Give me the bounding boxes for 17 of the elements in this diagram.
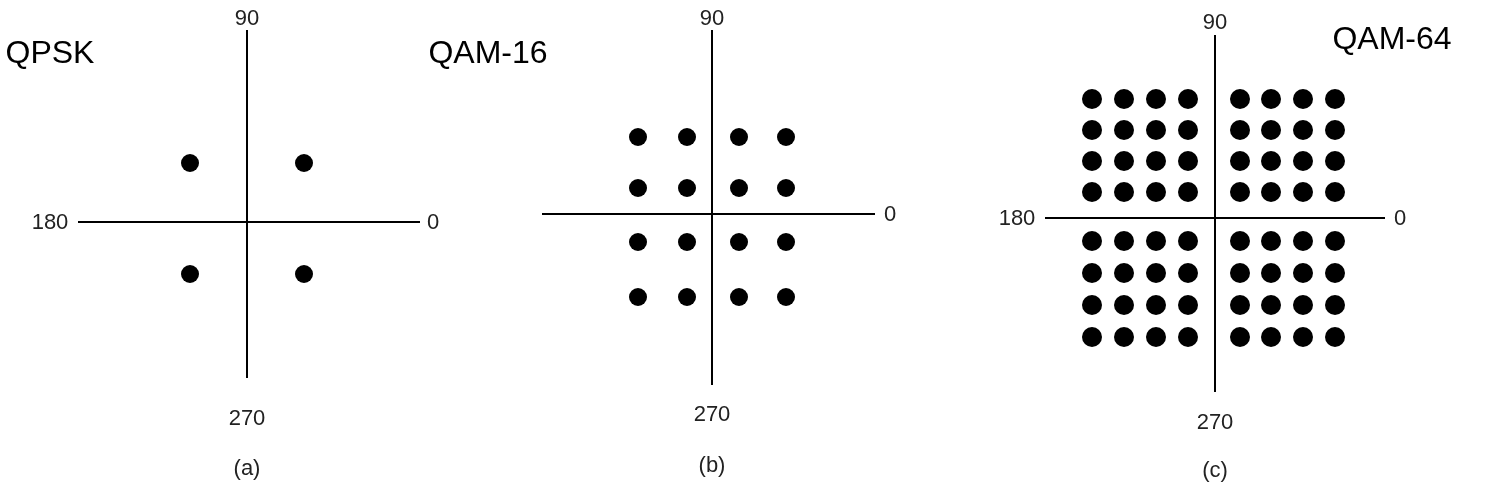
axis-label: 0 [1393, 207, 1407, 229]
axis-label: 270 [1196, 411, 1234, 433]
panel-label: (a) [233, 457, 261, 479]
axis-label: 90 [1202, 11, 1228, 33]
axis-label: 0 [883, 203, 897, 225]
panel-label: (b) [698, 454, 726, 476]
modulation-name: QAM-64 [1332, 22, 1452, 54]
modulation-name: QAM-16 [428, 36, 548, 68]
axis-label: 180 [31, 211, 69, 233]
axis-label: 90 [699, 7, 725, 29]
axis-label: 270 [693, 403, 731, 425]
axis-label: 90 [234, 7, 260, 29]
modulation-name: QPSK [5, 36, 95, 68]
axis-label: 0 [426, 211, 440, 233]
axis-label: 270 [228, 407, 266, 429]
axis-label: 180 [998, 207, 1036, 229]
panel-label: (c) [1202, 459, 1228, 481]
